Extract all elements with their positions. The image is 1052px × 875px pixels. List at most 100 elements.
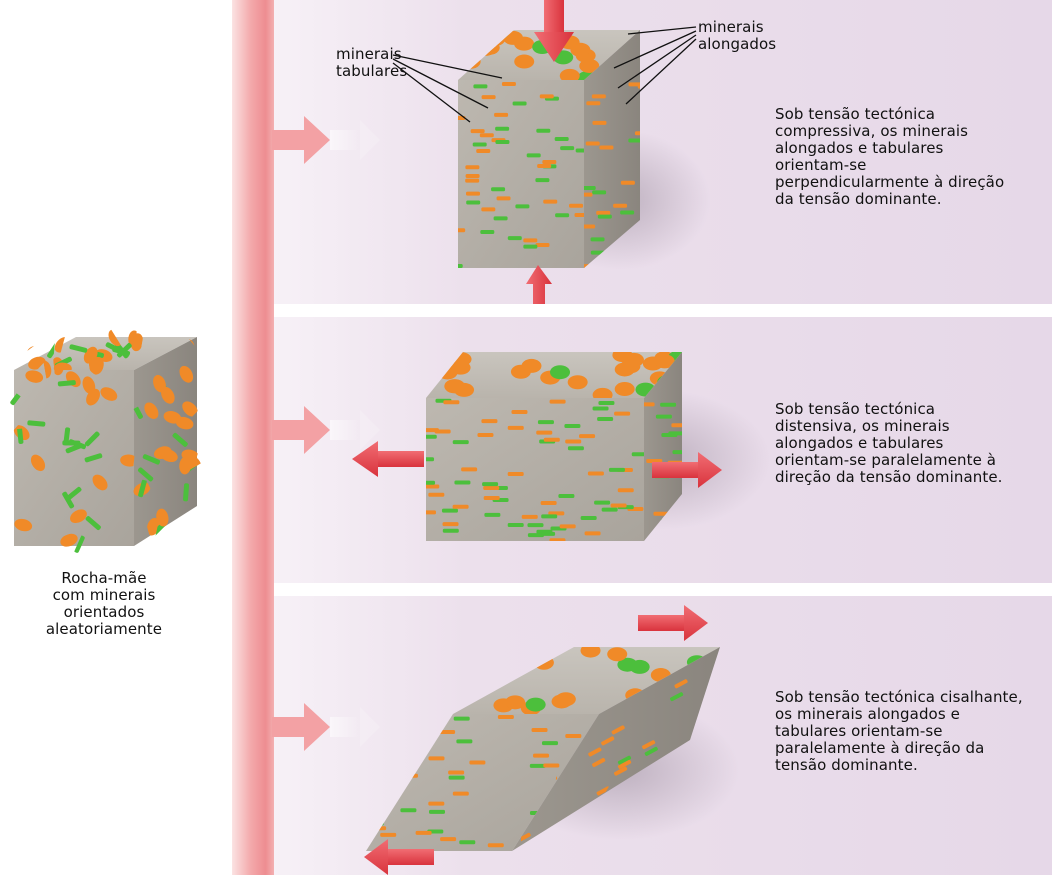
mineral-streak	[565, 734, 582, 739]
mineral-streak	[476, 149, 491, 154]
mineral-streak	[554, 136, 569, 141]
cube-side-face	[134, 337, 197, 546]
mineral-streak	[470, 129, 485, 134]
tabular-mineral	[179, 365, 194, 383]
stress-arrow-extension-left	[352, 441, 424, 477]
mineral-streak	[466, 200, 481, 205]
description-line: direção da tensão dominante.	[775, 468, 1003, 486]
mineral-streak	[541, 514, 558, 519]
mineral-streak	[569, 203, 584, 208]
mineral-streak	[555, 213, 570, 218]
callout-line: minerais	[698, 18, 764, 36]
connector-branch-3	[272, 703, 380, 751]
mineral-streak	[415, 830, 432, 835]
tabular-mineral	[161, 386, 175, 404]
elongated-mineral	[74, 535, 85, 553]
tabular-mineral	[579, 58, 600, 73]
mineral-streak	[458, 228, 466, 233]
description-line: tensão dominante.	[775, 756, 918, 774]
tabular-mineral	[25, 370, 44, 383]
mineral-streak	[594, 500, 611, 505]
elongated-mineral	[84, 431, 100, 447]
tabular-mineral	[614, 362, 635, 377]
mineral-streak	[549, 538, 566, 541]
description-line: Sob tensão tectónica	[775, 105, 936, 123]
mineral-streak	[540, 500, 557, 505]
tabular-mineral	[567, 375, 588, 390]
mineral-streak	[465, 174, 480, 179]
mineral-streak	[567, 446, 584, 451]
stress-arrow-extension-right	[652, 452, 722, 488]
mineral-streak	[482, 482, 499, 487]
elongated-mineral	[184, 526, 195, 544]
mineral-streak	[536, 430, 553, 435]
elongated-mineral	[84, 453, 103, 463]
mineral-streak	[655, 414, 672, 419]
mineral-streak	[527, 533, 544, 538]
elongated-mineral	[63, 427, 71, 446]
mineral-streak	[453, 716, 470, 721]
elongated-mineral	[172, 432, 188, 447]
mineral-streak	[671, 423, 682, 428]
mineral-streak	[617, 488, 634, 493]
mineral-streak	[614, 766, 628, 776]
tabular-mineral	[505, 695, 526, 710]
mineral-streak	[511, 410, 528, 415]
tabular-mineral	[654, 354, 675, 369]
parent-rock-caption: Rocha-mãe com minerais orientados aleato…	[14, 570, 194, 638]
stress-arrow-compression-top	[534, 0, 574, 62]
tabular-mineral	[32, 335, 45, 354]
tabular-mineral	[592, 387, 613, 398]
cube-front-face	[458, 80, 584, 268]
connector-branch-2	[272, 406, 380, 454]
elongated-mineral	[85, 516, 101, 531]
mineral-streak	[584, 224, 596, 229]
mineral-streak	[496, 196, 511, 201]
mineral-streak	[535, 178, 550, 183]
mineral-streak	[644, 402, 655, 407]
mineral-streak	[442, 528, 459, 533]
mineral-streak	[507, 236, 522, 241]
elongated-mineral	[16, 425, 24, 444]
tabular-mineral	[617, 657, 638, 672]
stress-arrow-compression-bottom	[526, 265, 552, 304]
mineral-streak	[459, 840, 476, 845]
tabular-mineral	[100, 387, 118, 401]
description-line: Sob tensão tectónica cisalhante,	[775, 688, 1023, 706]
caption-line: Rocha-mãe	[61, 569, 147, 587]
elongated-mineral	[37, 334, 56, 343]
mineral-streak	[586, 101, 601, 106]
mineral-streak	[439, 730, 456, 735]
mineral-streak	[587, 471, 604, 476]
mineral-streak	[580, 515, 597, 520]
mineral-streak	[560, 146, 575, 151]
mineral-streak	[481, 419, 498, 424]
mineral-streak	[428, 801, 445, 806]
tabular-mineral	[614, 382, 635, 397]
mineral-streak	[585, 141, 600, 146]
mineral-streak	[454, 480, 471, 485]
mineral-streak	[426, 434, 437, 439]
mineral-streak	[601, 507, 618, 512]
mineral-streak	[558, 494, 575, 499]
mineral-streak	[448, 775, 465, 780]
tabular-mineral	[144, 402, 159, 419]
mineral-streak	[515, 204, 530, 209]
description-compression: Sob tensão tectónica compressiva, os min…	[775, 106, 1004, 208]
elongated-mineral	[142, 454, 161, 465]
tabular-mineral	[156, 508, 169, 527]
mineral-streak	[523, 244, 538, 249]
mineral-streak	[529, 763, 546, 768]
mineral-streak	[512, 101, 527, 106]
mineral-streak	[481, 95, 496, 100]
mineral-streak	[584, 185, 596, 190]
mineral-streak	[483, 496, 500, 501]
mineral-streak	[480, 230, 495, 235]
mineral-streak	[590, 237, 605, 242]
mineral-streak	[575, 148, 584, 153]
mineral-streak	[599, 145, 614, 150]
mineral-streak	[617, 755, 632, 765]
tabular-mineral	[163, 411, 182, 424]
mineral-streak	[535, 243, 550, 248]
